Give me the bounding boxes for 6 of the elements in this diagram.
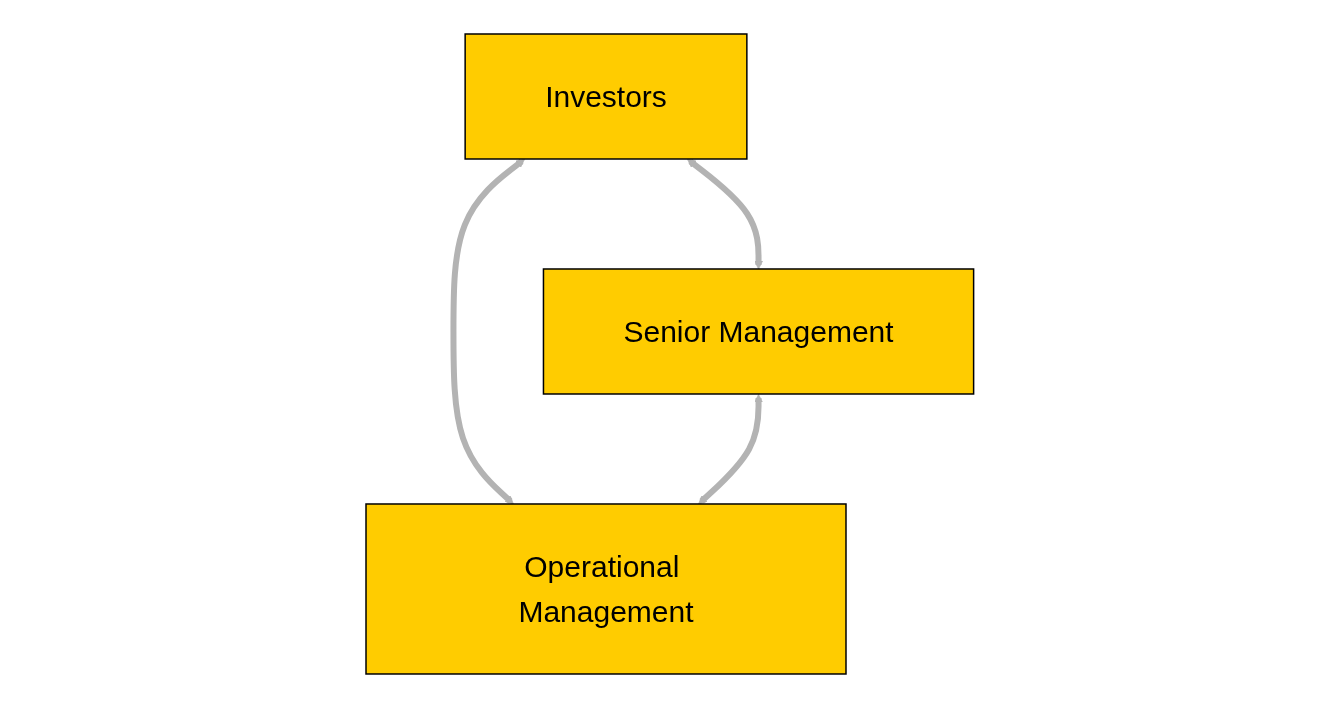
- node-box: Senior Management: [542, 267, 975, 395]
- arrow: [450, 158, 526, 504]
- node-box: Operational Management: [365, 502, 847, 675]
- arrow: [687, 158, 764, 269]
- node-box: Investors: [464, 32, 748, 160]
- arrow: [698, 393, 764, 504]
